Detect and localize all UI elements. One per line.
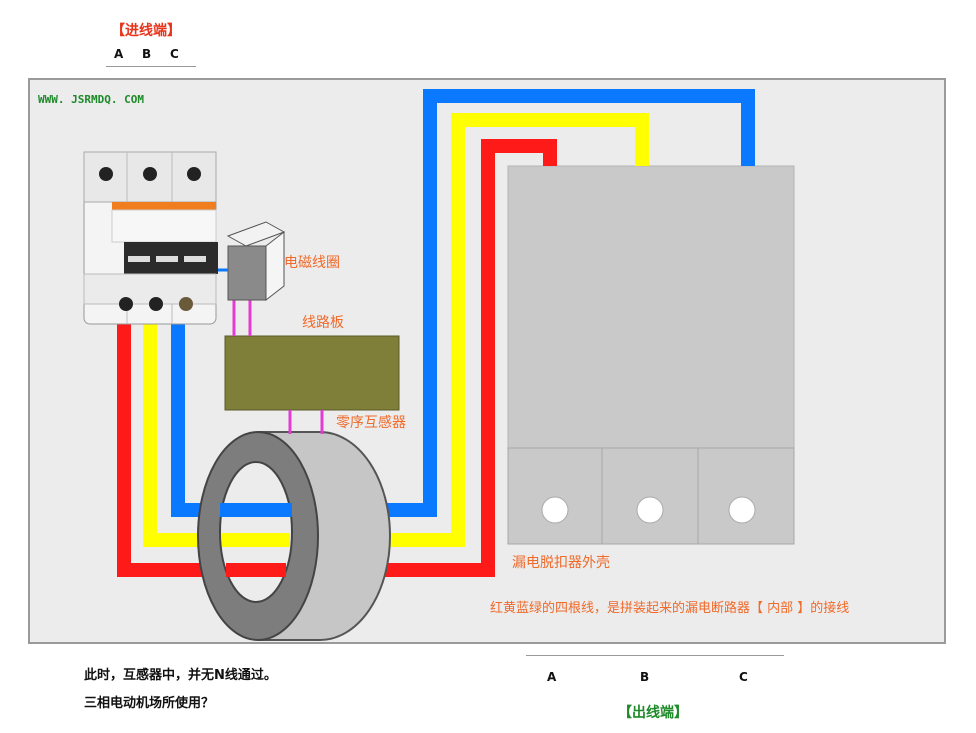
coil-side	[265, 230, 285, 302]
input-phase-c: C	[170, 47, 179, 61]
note-line-2: 三相电动机场所使用？	[84, 696, 215, 711]
shell-terminal-a	[507, 447, 603, 545]
wiring-note: 红黄蓝绿的四根线，是拼装起来的漏电断路器【 内部 】的接线	[490, 601, 850, 616]
coil-front	[227, 245, 267, 301]
circuit-board	[224, 335, 400, 411]
note-line-1: 此时，互感器中，并无N线通过。	[84, 668, 277, 683]
shell-hole-b	[636, 496, 664, 524]
output-phase-a: A	[547, 670, 557, 684]
board-label: 线路板	[302, 315, 344, 331]
wire-yellow	[143, 113, 649, 547]
transformer-label: 零序互感器	[336, 415, 406, 431]
output-phase-b: B	[640, 670, 650, 684]
leakage-shell-body	[507, 165, 795, 449]
output-terminal-underline	[526, 655, 784, 656]
circuit-breaker	[83, 151, 228, 325]
output-terminal-title: 【出线端】	[618, 705, 688, 721]
wire-red	[117, 139, 557, 577]
website-label: WWW. JSRMDQ. COM	[38, 93, 144, 106]
shell-terminal-c	[697, 447, 795, 545]
shell-hole-a	[541, 496, 569, 524]
input-terminal-title: 【进线端】	[111, 23, 181, 39]
output-phase-c: C	[739, 670, 748, 684]
shell-hole-c	[728, 496, 756, 524]
shell-terminal-b	[601, 447, 699, 545]
shell-label: 漏电脱扣器外壳	[512, 555, 610, 571]
transformer-hole	[219, 461, 293, 603]
input-terminal-underline	[106, 66, 196, 67]
input-phase-a: A	[114, 47, 124, 61]
coil-label: 电磁线圈	[284, 255, 340, 271]
input-phase-b: B	[142, 47, 152, 61]
wire-blue	[171, 89, 755, 517]
